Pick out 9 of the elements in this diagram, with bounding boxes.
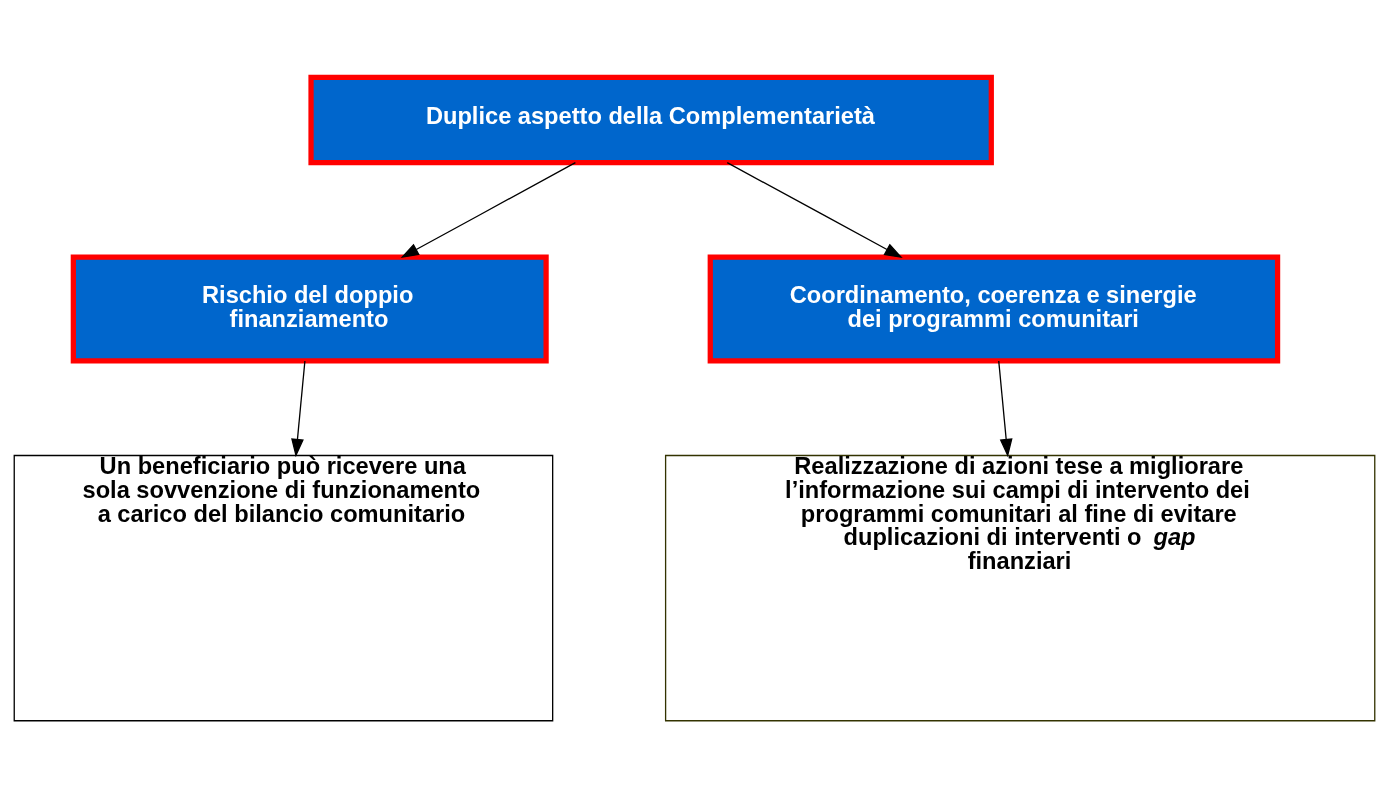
node-box: Rischio del doppio finanziamento <box>70 254 549 364</box>
node-box: Duplice aspetto della Complementarietà <box>308 74 994 166</box>
node-box: Coordinamento, coerenza e sinergie dei programmi comunitari <box>707 254 1281 364</box>
node-box: Realizzazione di azioni tese a migliorare l’informazione sui campi di intervento dei programmi comunitari al fine di evitare duplicazioni di interventi o gap finanziari <box>664 454 1376 722</box>
arrow <box>998 360 1013 458</box>
arrow <box>400 161 577 259</box>
node-box: Un beneficiario può ricevere una sola sovvenzione di funzionamento a carico del bilancio comunitario <box>13 454 554 722</box>
arrow <box>291 360 306 458</box>
arrow <box>726 161 903 259</box>
